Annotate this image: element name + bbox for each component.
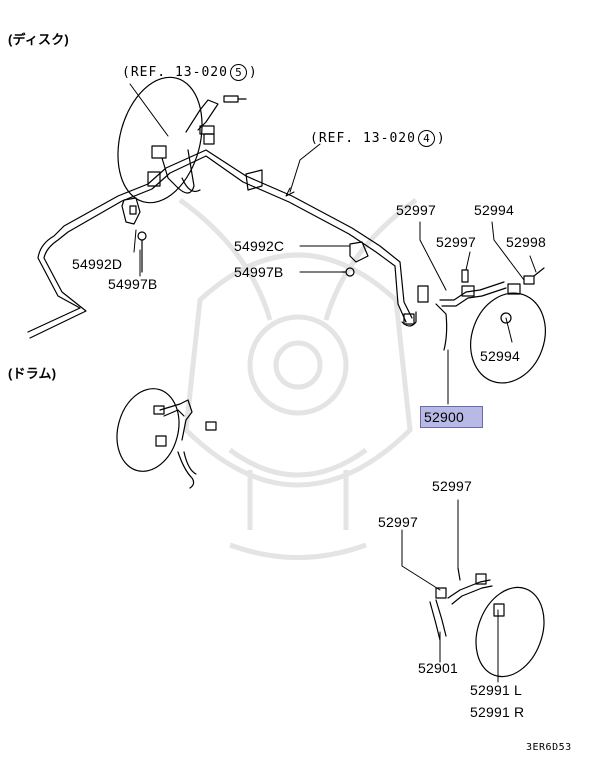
reference-prefix: (REF. 13-020 xyxy=(122,65,228,80)
part-label-52997-c[interactable]: 52997 xyxy=(432,478,472,494)
left-disc-assembly xyxy=(117,76,247,204)
part-label-52991L[interactable]: 52991 L xyxy=(470,682,523,698)
part-label-52997-a[interactable]: 52997 xyxy=(396,202,436,218)
reference-prefix: (REF. 13-020 xyxy=(310,131,416,146)
disc-section-label: (ディスク) xyxy=(8,32,69,47)
right-disc-assembly xyxy=(401,267,546,384)
part-label-52991R[interactable]: 52991 R xyxy=(470,704,525,720)
part-label-54997B-mid[interactable]: 54997B xyxy=(234,264,284,280)
diagram-code: 3ER6D53 xyxy=(526,742,572,753)
drum-assembly-lower xyxy=(429,567,545,678)
part-label-52997-d[interactable]: 52997 xyxy=(378,514,418,530)
part-label-54992C[interactable]: 54992C xyxy=(234,238,285,254)
reference-suffix: ) xyxy=(436,131,446,146)
reference-number: 5 xyxy=(229,64,247,81)
drum-assembly-upper xyxy=(116,388,217,489)
watermark-emblem xyxy=(178,197,418,560)
clip-54992C xyxy=(245,169,369,277)
part-label-52901[interactable]: 52901 xyxy=(418,660,458,676)
part-label-52900-highlighted[interactable]: 52900 xyxy=(420,406,483,428)
main-brake-tube xyxy=(27,149,413,339)
part-label-54997B-left[interactable]: 54997B xyxy=(108,276,158,292)
part-label-52998[interactable]: 52998 xyxy=(506,234,546,250)
drum-section-label: (ドラム) xyxy=(8,366,57,381)
part-label-52997-b[interactable]: 52997 xyxy=(436,234,476,250)
part-label-52994-b[interactable]: 52994 xyxy=(480,348,520,364)
leader-lines xyxy=(129,83,537,683)
reference-suffix: ) xyxy=(248,65,258,80)
reference-number: 4 xyxy=(417,130,435,147)
part-label-54992D[interactable]: 54992D xyxy=(72,256,123,272)
part-label-52994-a[interactable]: 52994 xyxy=(474,202,514,218)
bracket-54992D xyxy=(121,197,147,273)
